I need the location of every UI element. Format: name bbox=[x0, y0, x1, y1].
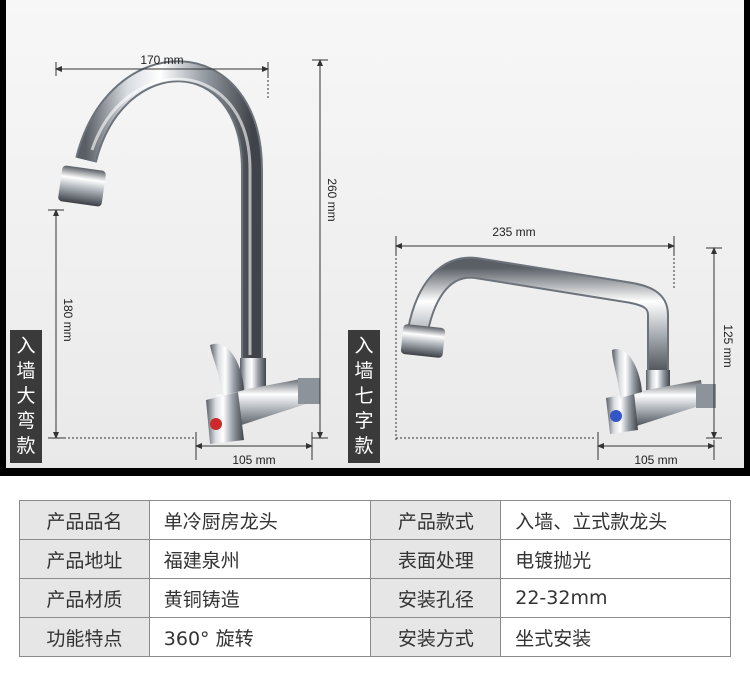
spec-value-feature: 360° 旋转 bbox=[148, 617, 372, 657]
right-tag-char: 字 bbox=[354, 410, 374, 432]
right-width-label: 235 mm bbox=[492, 225, 535, 239]
spec-label-name: 产品品名 bbox=[19, 500, 150, 540]
spec-panel: 产品品名 单冷厨房龙头 产品款式 入墙、立式款龙头 产品地址 福建泉州 表面处理… bbox=[0, 476, 750, 677]
left-faucet bbox=[58, 60, 320, 444]
table-row: 功能特点 360° 旋转 安装方式 坐式安装 bbox=[19, 617, 731, 657]
spec-label-hole: 安装孔径 bbox=[370, 578, 502, 618]
right-height-label: 125 mm bbox=[721, 324, 735, 367]
spec-value-origin: 福建泉州 bbox=[148, 539, 372, 579]
left-style-tag: 入 墙 大 弯 款 bbox=[10, 330, 42, 463]
spec-label-feature: 功能特点 bbox=[19, 617, 150, 657]
left-dimension-lines bbox=[48, 59, 328, 460]
spec-value-style: 入墙、立式款龙头 bbox=[500, 500, 731, 540]
spec-label-origin: 产品地址 bbox=[19, 539, 150, 579]
spec-label-finish: 表面处理 bbox=[370, 539, 502, 579]
spec-value-material: 黄铜铸造 bbox=[148, 578, 372, 618]
spec-table: 产品品名 单冷厨房龙头 产品款式 入墙、立式款龙头 产品地址 福建泉州 表面处理… bbox=[19, 500, 731, 657]
left-tag-char: 款 bbox=[16, 435, 36, 457]
left-tag-char: 弯 bbox=[16, 410, 36, 432]
spec-value-name: 单冷厨房龙头 bbox=[148, 500, 372, 540]
spec-value-install: 坐式安装 bbox=[500, 617, 731, 657]
spec-label-install: 安装方式 bbox=[370, 617, 502, 657]
right-tag-char: 七 bbox=[354, 385, 374, 407]
right-base-label: 105 mm bbox=[634, 453, 677, 467]
faucet-dimension-diagram: 170 mm 260 mm 180 mm 105 mm 235 mm 125 m… bbox=[48, 53, 735, 467]
product-photo: 170 mm 260 mm 180 mm 105 mm 235 mm 125 m… bbox=[6, 0, 744, 468]
right-style-tag: 入 墙 七 字 款 bbox=[348, 330, 380, 463]
left-width-label: 170 mm bbox=[140, 53, 183, 67]
right-tag-char: 款 bbox=[354, 435, 374, 457]
right-faucet bbox=[400, 256, 716, 434]
spec-value-hole: 22-32mm bbox=[500, 578, 731, 618]
left-base-label: 105 mm bbox=[232, 453, 275, 467]
left-tag-char: 大 bbox=[16, 385, 36, 407]
spec-label-style: 产品款式 bbox=[370, 500, 502, 540]
left-tag-char: 入 bbox=[16, 335, 36, 357]
left-side-label: 180 mm bbox=[61, 298, 75, 341]
spec-label-material: 产品材质 bbox=[19, 578, 150, 618]
left-tag-char: 墙 bbox=[16, 360, 36, 382]
right-dimension-lines bbox=[395, 236, 722, 460]
table-row: 产品地址 福建泉州 表面处理 电镀抛光 bbox=[19, 539, 731, 579]
right-tag-char: 墙 bbox=[354, 360, 374, 382]
left-height-label: 260 mm bbox=[325, 178, 339, 221]
spec-value-finish: 电镀抛光 bbox=[500, 539, 731, 579]
right-tag-char: 入 bbox=[354, 335, 374, 357]
table-row: 产品品名 单冷厨房龙头 产品款式 入墙、立式款龙头 bbox=[19, 500, 731, 540]
table-row: 产品材质 黄铜铸造 安装孔径 22-32mm bbox=[19, 578, 731, 618]
